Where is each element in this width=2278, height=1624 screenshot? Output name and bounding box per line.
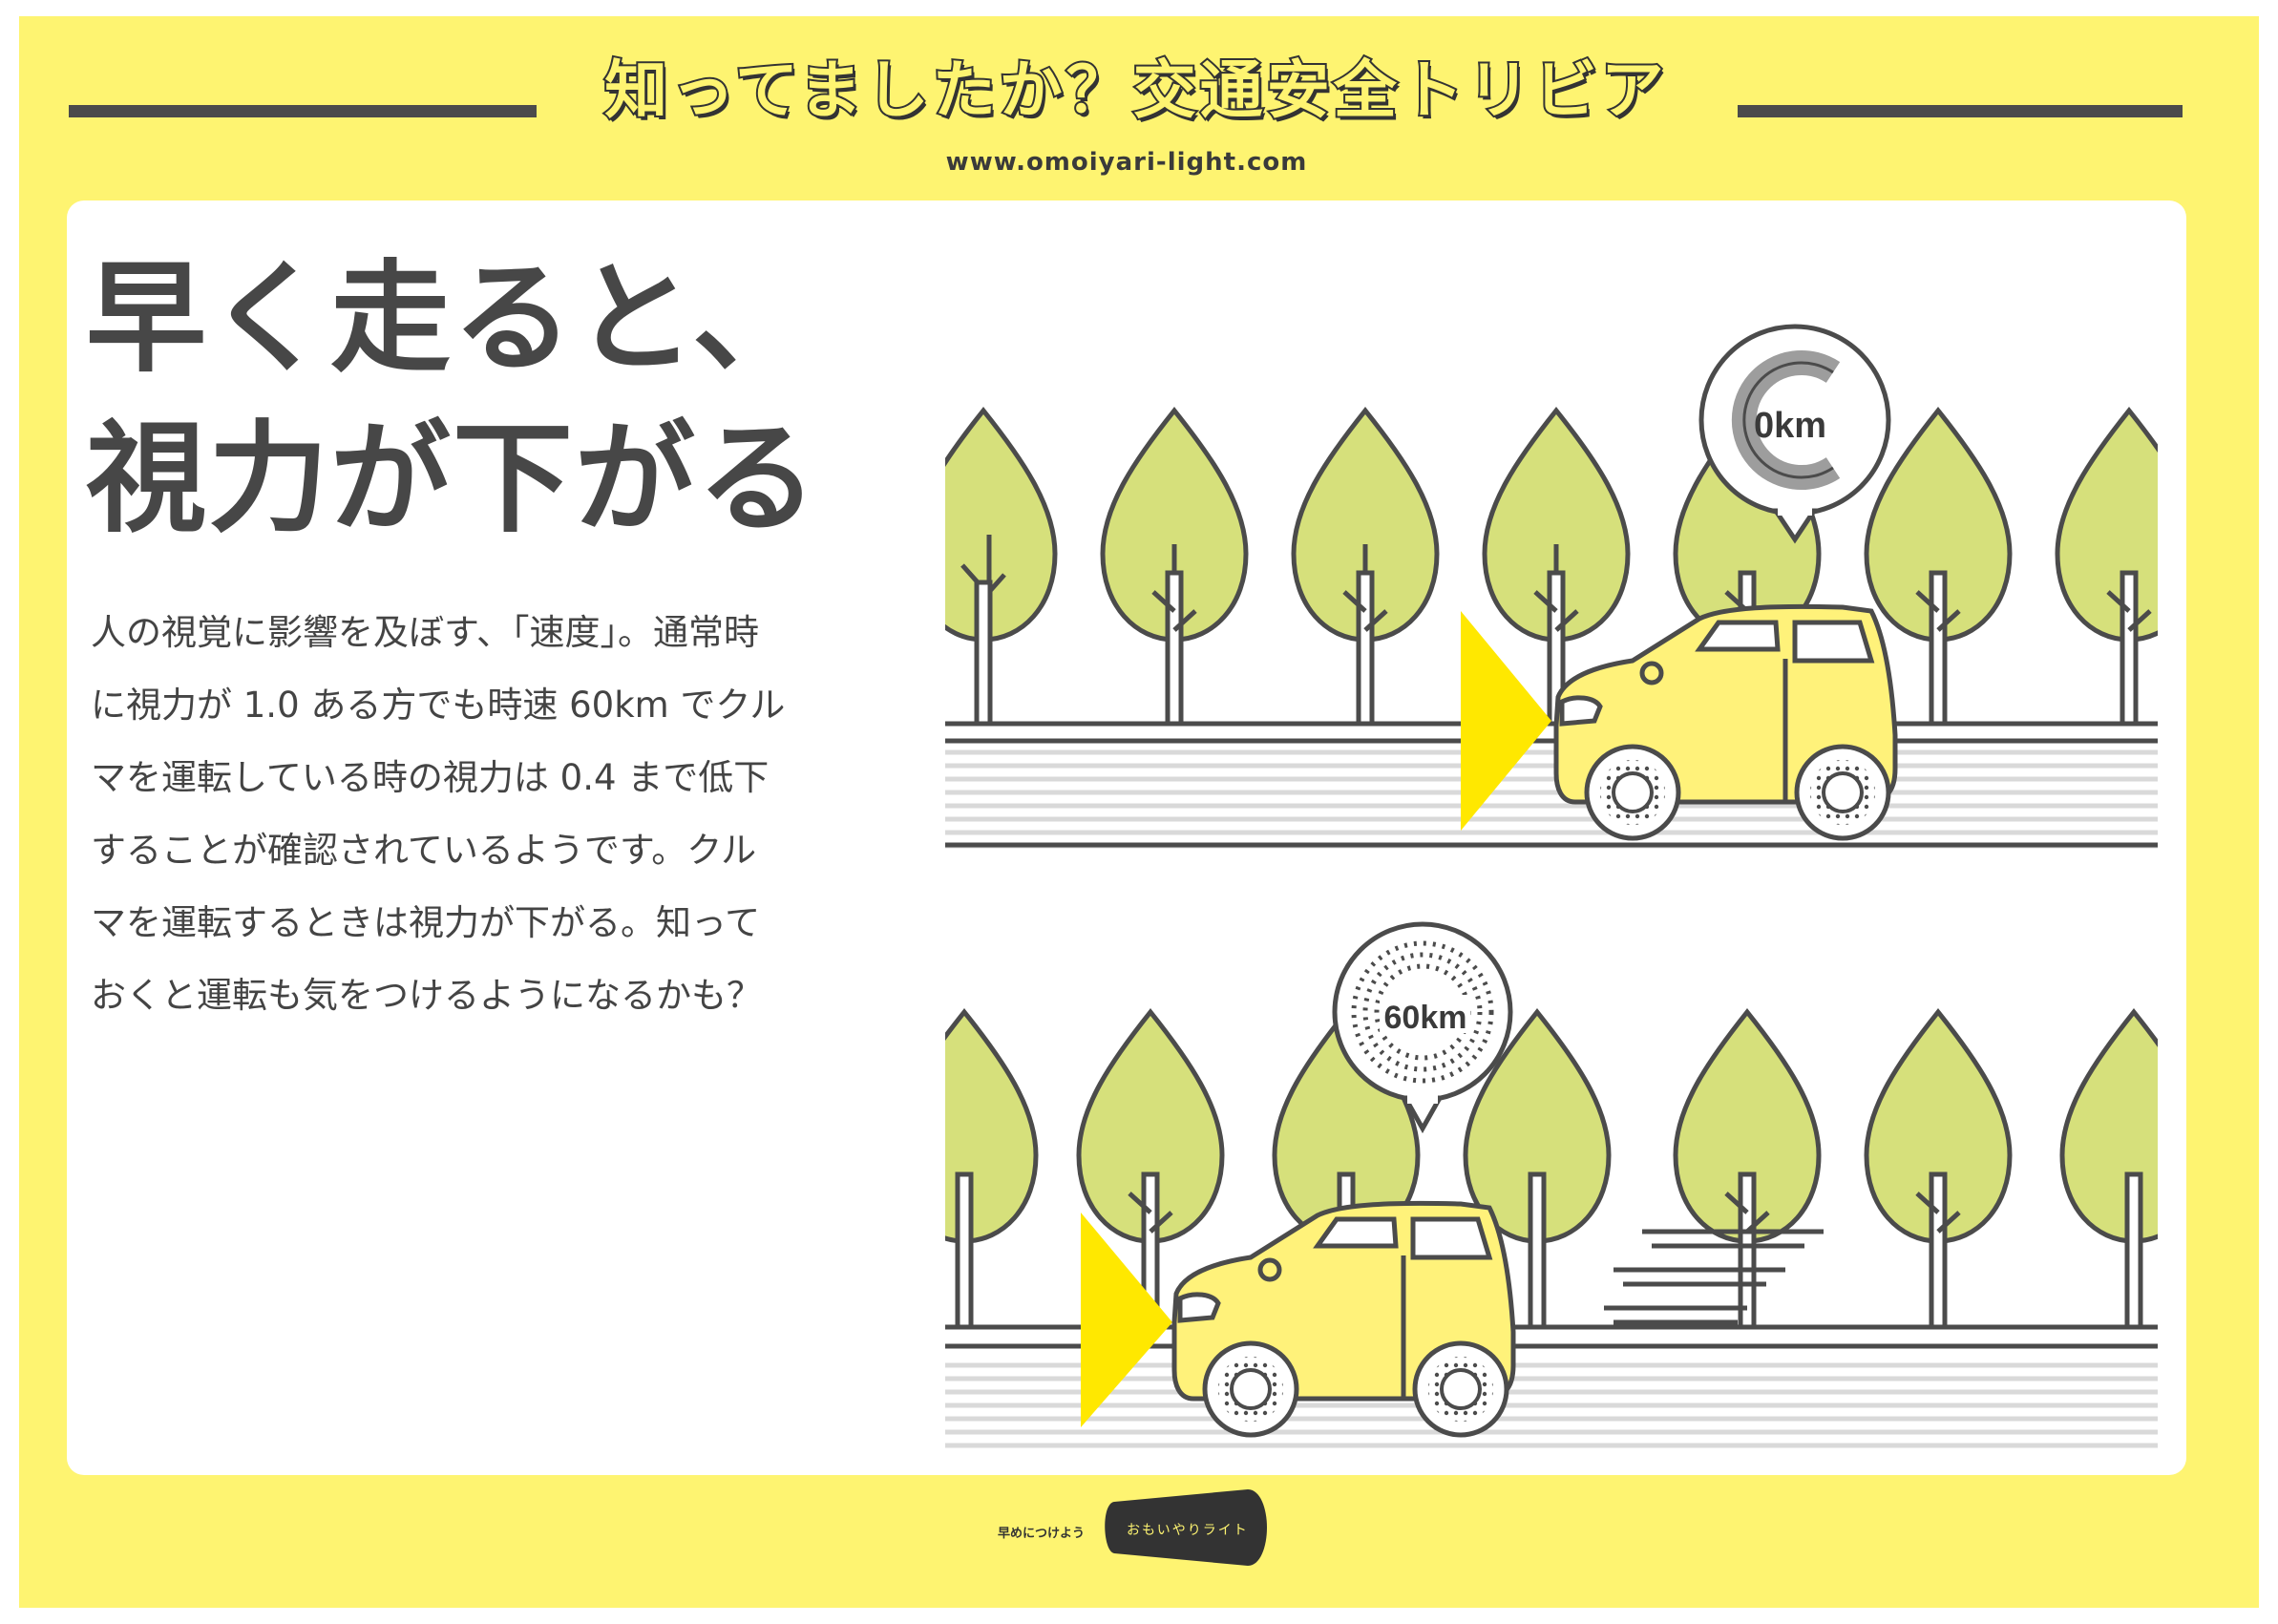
body-line-1: 人の視覚に影響を及ぼす、「速度」。通常時: [91, 612, 760, 653]
footer-tagline: 早めにつけよう: [998, 1527, 1085, 1541]
flashlight-icon: [1105, 1489, 1267, 1566]
body-line-5: マを運転するときは視力が下がる。知って: [91, 902, 761, 943]
tree: [1864, 406, 2013, 727]
speed-bubble-bottom: 60km: [1332, 921, 1513, 1134]
tree: [1100, 406, 1249, 727]
tree: [1864, 1007, 2013, 1330]
tree: [945, 406, 1058, 727]
tree: [1291, 406, 1440, 727]
car-moving: [1171, 1200, 1516, 1438]
header-url[interactable]: www.omoiyari-light.com: [945, 148, 1308, 177]
speed-label-bottom: 60km: [1384, 1000, 1467, 1036]
footer-logo[interactable]: 早めにつけよう おもいやりライト: [998, 1485, 1284, 1571]
scene-top-content: 0km: [945, 324, 2158, 849]
headline-line-1: 早く走ると、: [86, 248, 814, 389]
speed-lines: [1604, 1229, 1824, 1325]
body-line-6: おくと運転も気をつけるようになるかも？: [91, 975, 762, 1016]
tree: [1076, 1007, 1225, 1330]
body-line-3: マを運転している時の視力は 0.4 まで低下: [91, 757, 770, 798]
body-text: 人の視覚に影響を及ぼす、「速度」。通常時 に視力が 1.0 ある方でも時速 60…: [91, 597, 854, 1032]
header-title: 知ってましたか？交通安全トリビア: [602, 52, 1668, 129]
road-stripes: [945, 749, 2158, 849]
tree: [1482, 406, 1631, 727]
headline: 早く走ると、 視力が下がる: [86, 239, 907, 559]
scene-moving: 60km: [945, 921, 2158, 1448]
scene-stationary: 0km: [945, 324, 2158, 849]
tree: [945, 1007, 1039, 1330]
road-stripes: [945, 1362, 2158, 1448]
car-stationary: [1553, 603, 1898, 841]
header-rule-right: [1738, 105, 2183, 117]
headlight-beam: [1081, 1213, 1172, 1427]
body-line-2: に視力が 1.0 ある方でも時速 60km でクル: [91, 685, 786, 726]
speed-bubble-top: 0km: [1698, 324, 1891, 544]
body-line-4: することが確認されているようです。クル: [91, 830, 757, 871]
header-rule-left: [69, 105, 537, 117]
tree: [2059, 1007, 2158, 1330]
tree: [2055, 406, 2158, 727]
tree: [1463, 1007, 1612, 1330]
tree: [1673, 1007, 1822, 1330]
scene-bottom-content: 60km: [945, 921, 2158, 1448]
headline-line-2: 視力が下がる: [86, 409, 819, 549]
headlight-beam: [1461, 611, 1551, 831]
speed-label-top: 0km: [1754, 406, 1826, 446]
footer-logo-text: おもいやりライト: [1127, 1523, 1249, 1538]
